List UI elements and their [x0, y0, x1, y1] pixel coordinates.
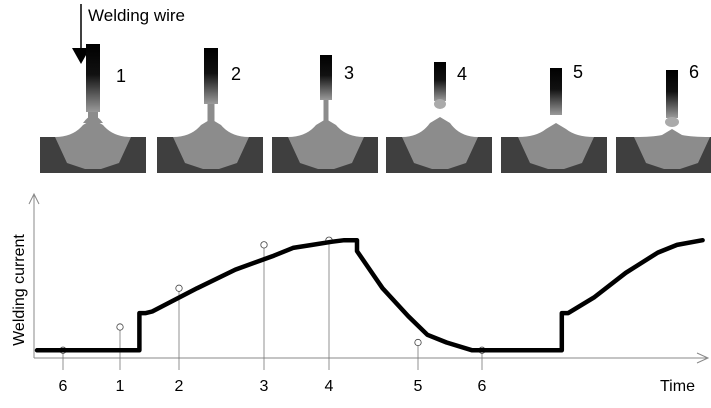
metal-bridge	[207, 104, 215, 123]
x-axis-arrowhead	[696, 352, 710, 364]
wire	[434, 62, 446, 101]
stage-5: 5	[501, 62, 607, 173]
wire	[86, 44, 100, 112]
x-tick-labels: 6 1 2 3 4 5 6	[59, 378, 487, 395]
current-chart: Welding current Time 6 1 2 3 4 5 6	[11, 192, 710, 395]
y-axis-label: Welding current	[11, 234, 28, 346]
stage-4: 4	[386, 62, 492, 173]
x-tick-label: 4	[325, 378, 334, 395]
weld-pool	[634, 129, 710, 169]
droplet-stages: 1 2 3 4 5 6	[40, 44, 711, 173]
droplet	[434, 99, 446, 109]
x-tick-label: 1	[116, 378, 125, 395]
stage-marker-point	[175, 284, 183, 292]
stage-label: 4	[457, 64, 467, 84]
x-axis-label: Time	[660, 378, 695, 395]
stage-label: 1	[116, 66, 126, 86]
stage-marker-point	[414, 338, 422, 347]
x-tick-label: 6	[59, 378, 68, 395]
metal-bridge	[323, 100, 329, 123]
current-series-line	[34, 237, 705, 353]
weld-pool	[173, 119, 249, 169]
stage-marker-point	[116, 323, 124, 331]
weld-pool	[55, 119, 131, 169]
stage-1: 1	[40, 44, 146, 173]
wire	[320, 55, 332, 100]
stage-label: 3	[344, 63, 354, 83]
weld-pool	[402, 117, 478, 169]
x-tick-label: 6	[478, 378, 487, 395]
wire	[204, 48, 218, 104]
stage-label: 6	[689, 62, 699, 82]
weld-pool	[518, 123, 594, 169]
stage-marker-point	[260, 241, 268, 249]
y-axis-arrowhead	[28, 192, 40, 205]
x-tick-label: 3	[260, 378, 269, 395]
welding-wire-label: Welding wire	[88, 6, 185, 25]
bridge-base	[83, 116, 103, 123]
stage-2: 2	[157, 48, 263, 173]
stage-3: 3	[272, 55, 378, 173]
x-tick-label: 2	[175, 378, 184, 395]
wire	[666, 70, 678, 118]
stage-label: 5	[573, 62, 583, 82]
stage-label: 2	[231, 64, 241, 84]
droplet	[665, 117, 679, 127]
x-tick-label: 5	[414, 378, 423, 395]
wire	[550, 68, 562, 115]
welding-wire-arrow	[72, 4, 90, 64]
stage-6: 6	[616, 62, 711, 173]
weld-pool	[288, 119, 364, 169]
